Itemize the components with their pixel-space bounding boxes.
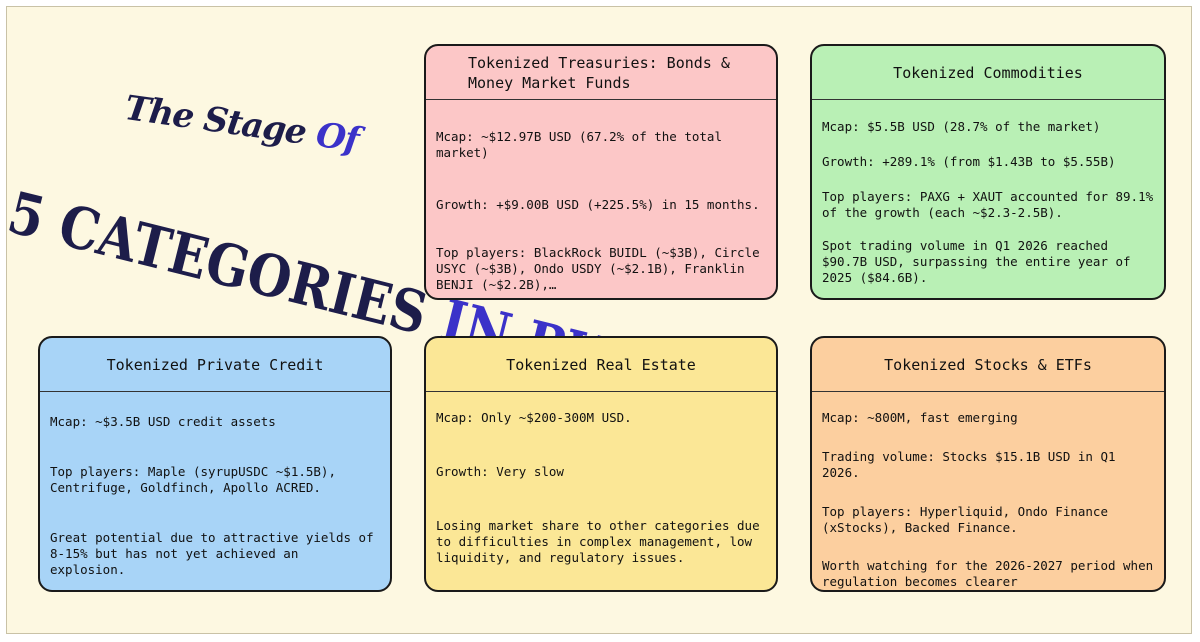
card-body: Mcap: $5.5B USD (28.7% of the market) Gr…	[812, 100, 1164, 286]
card-stat-growth: Growth: +$9.00B USD (+225.5%) in 15 mont…	[436, 197, 760, 212]
card-tokenized-commodities: Tokenized Commodities Mcap: $5.5B USD (2…	[810, 44, 1166, 300]
card-stat-volume: Spot trading volume in Q1 2026 reached $…	[822, 238, 1131, 285]
card-body: Mcap: ~$12.97B USD (67.2% of the total m…	[426, 100, 776, 293]
card-stat-top-players: Top players: BlackRock BUIDL (~$3B), Cir…	[436, 245, 760, 292]
card-stat-outlook: Losing market share to other categories …	[436, 518, 760, 565]
card-heading: Tokenized Treasuries: Bonds & Money Mark…	[426, 46, 776, 100]
card-heading: Tokenized Real Estate	[426, 338, 776, 392]
card-tokenized-real-estate: Tokenized Real Estate Mcap: Only ~$200-3…	[424, 336, 778, 592]
card-stat-mcap: Mcap: Only ~$200-300M USD.	[436, 410, 632, 425]
card-stat-top-players: Top players: Hyperliquid, Ondo Finance (…	[822, 504, 1108, 535]
card-body: Mcap: Only ~$200-300M USD. Growth: Very …	[426, 392, 776, 566]
card-stat-growth: Growth: Very slow	[436, 464, 564, 479]
card-stat-potential: Great potential due to attractive yields…	[50, 530, 374, 577]
card-body: Mcap: ~800M, fast emerging Trading volum…	[812, 392, 1164, 590]
card-stat-top-players: Top players: Maple (syrupUSDC ~$1.5B), C…	[50, 464, 336, 495]
card-heading: Tokenized Commodities	[812, 46, 1164, 100]
card-tokenized-private-credit: Tokenized Private Credit Mcap: ~$3.5B US…	[38, 336, 392, 592]
card-stat-mcap: Mcap: ~$3.5B USD credit assets	[50, 414, 276, 429]
card-stat-volume: Trading volume: Stocks $15.1B USD in Q1 …	[822, 449, 1116, 480]
card-heading: Tokenized Private Credit	[40, 338, 390, 392]
card-stat-mcap: Mcap: ~800M, fast emerging	[822, 410, 1018, 425]
card-tokenized-stocks-etfs: Tokenized Stocks & ETFs Mcap: ~800M, fas…	[810, 336, 1166, 592]
card-stat-mcap: Mcap: ~$12.97B USD (67.2% of the total m…	[436, 129, 722, 160]
card-stat-top-players: Top players: PAXG + XAUT accounted for 8…	[822, 189, 1154, 220]
card-body: Mcap: ~$3.5B USD credit assets Top playe…	[40, 392, 390, 578]
card-stat-mcap: Mcap: $5.5B USD (28.7% of the market)	[822, 119, 1101, 134]
card-heading: Tokenized Stocks & ETFs	[812, 338, 1164, 392]
card-tokenized-treasuries: Tokenized Treasuries: Bonds & Money Mark…	[424, 44, 778, 300]
card-stat-growth: Growth: +289.1% (from $1.43B to $5.55B)	[822, 154, 1116, 169]
card-stat-outlook: Worth watching for the 2026-2027 period …	[822, 558, 1154, 589]
